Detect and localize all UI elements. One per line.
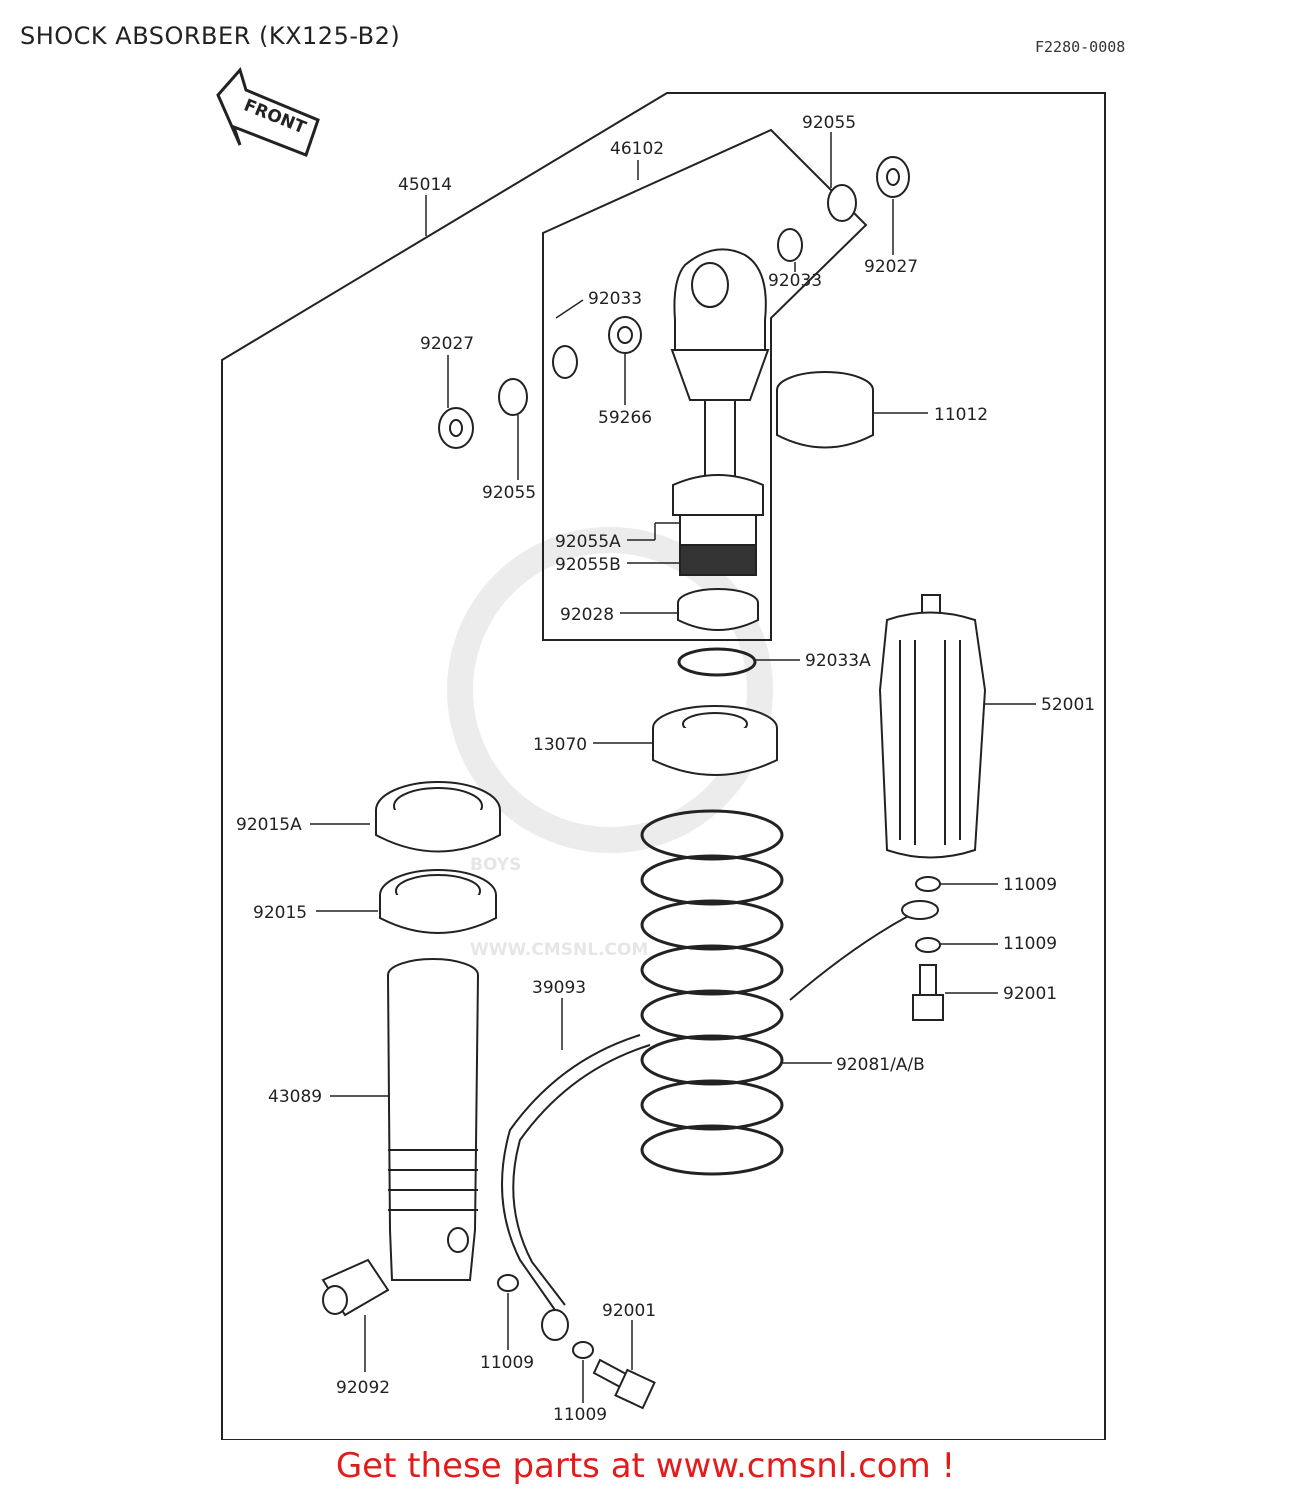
shock-upper-mount <box>670 248 770 491</box>
label-92001-bottom: 92001 <box>602 1301 656 1321</box>
label-92027-left: 92027 <box>420 334 474 354</box>
front-arrow-icon: FRONT <box>216 66 320 157</box>
label-13070: 13070 <box>533 735 587 755</box>
footer-link[interactable]: Get these parts at www.cmsnl.com ! <box>335 1446 956 1486</box>
piston-assembly <box>672 474 764 576</box>
label-11009-b: 11009 <box>1003 934 1057 954</box>
watermark-url: WWW.CMSNL.COM <box>470 940 648 960</box>
part-52001-reservoir <box>878 594 987 859</box>
watermark-brand: BOYS <box>470 855 521 875</box>
label-92015: 92015 <box>253 903 307 923</box>
lock-nuts <box>375 781 501 934</box>
leader-lines <box>310 132 1036 1403</box>
part-13070-spring-seat <box>652 705 778 776</box>
label-45014: 45014 <box>398 175 452 195</box>
part-labels: 45014 46102 92055 92027 92033 92033 5926… <box>236 113 1095 1425</box>
label-43089: 43089 <box>268 1087 322 1107</box>
part-43089-body <box>387 958 479 1281</box>
label-92033-left: 92033 <box>588 289 642 309</box>
label-92055A: 92055A <box>555 532 621 552</box>
watermark: BOYS WWW.CMSNL.COM <box>447 527 773 960</box>
label-92028: 92028 <box>560 605 614 625</box>
label-59266: 59266 <box>598 408 652 428</box>
label-92015A: 92015A <box>236 815 302 835</box>
part-92028-ring <box>677 588 759 631</box>
label-52001: 52001 <box>1041 695 1095 715</box>
diagram-code: F2280-0008 <box>1035 38 1126 56</box>
label-11009-a: 11009 <box>1003 875 1057 895</box>
label-11012: 11012 <box>934 405 988 425</box>
label-11009-c: 11009 <box>480 1353 534 1373</box>
label-92055B: 92055B <box>555 555 621 575</box>
label-39093: 39093 <box>532 978 586 998</box>
label-11009-d: 11009 <box>553 1405 607 1425</box>
parts-diagram: BOYS WWW.CMSNL.COM FRONT <box>216 66 1106 1440</box>
label-92027-top: 92027 <box>864 257 918 277</box>
part-92033A-circlip <box>677 647 757 677</box>
part-11012-cap <box>776 371 874 449</box>
label-92055-top: 92055 <box>802 113 856 133</box>
assembly-boundary <box>221 92 1106 1440</box>
subassembly-boundary <box>542 128 868 641</box>
label-92092: 92092 <box>336 1378 390 1398</box>
part-39093-hose <box>501 900 939 1341</box>
label-92033A: 92033A <box>805 651 871 671</box>
label-92001-right: 92001 <box>1003 984 1057 1004</box>
label-46102: 46102 <box>610 139 664 159</box>
part-92092-bushing <box>321 1258 390 1317</box>
label-92081: 92081/A/B <box>836 1055 925 1075</box>
label-92033-right: 92033 <box>768 271 822 291</box>
label-92055-left: 92055 <box>482 483 536 503</box>
part-92081-spring <box>640 809 784 1176</box>
small-seals <box>438 156 910 449</box>
page-title: SHOCK ABSORBER (KX125-B2) <box>20 22 401 50</box>
bolts-washers <box>497 876 944 1410</box>
